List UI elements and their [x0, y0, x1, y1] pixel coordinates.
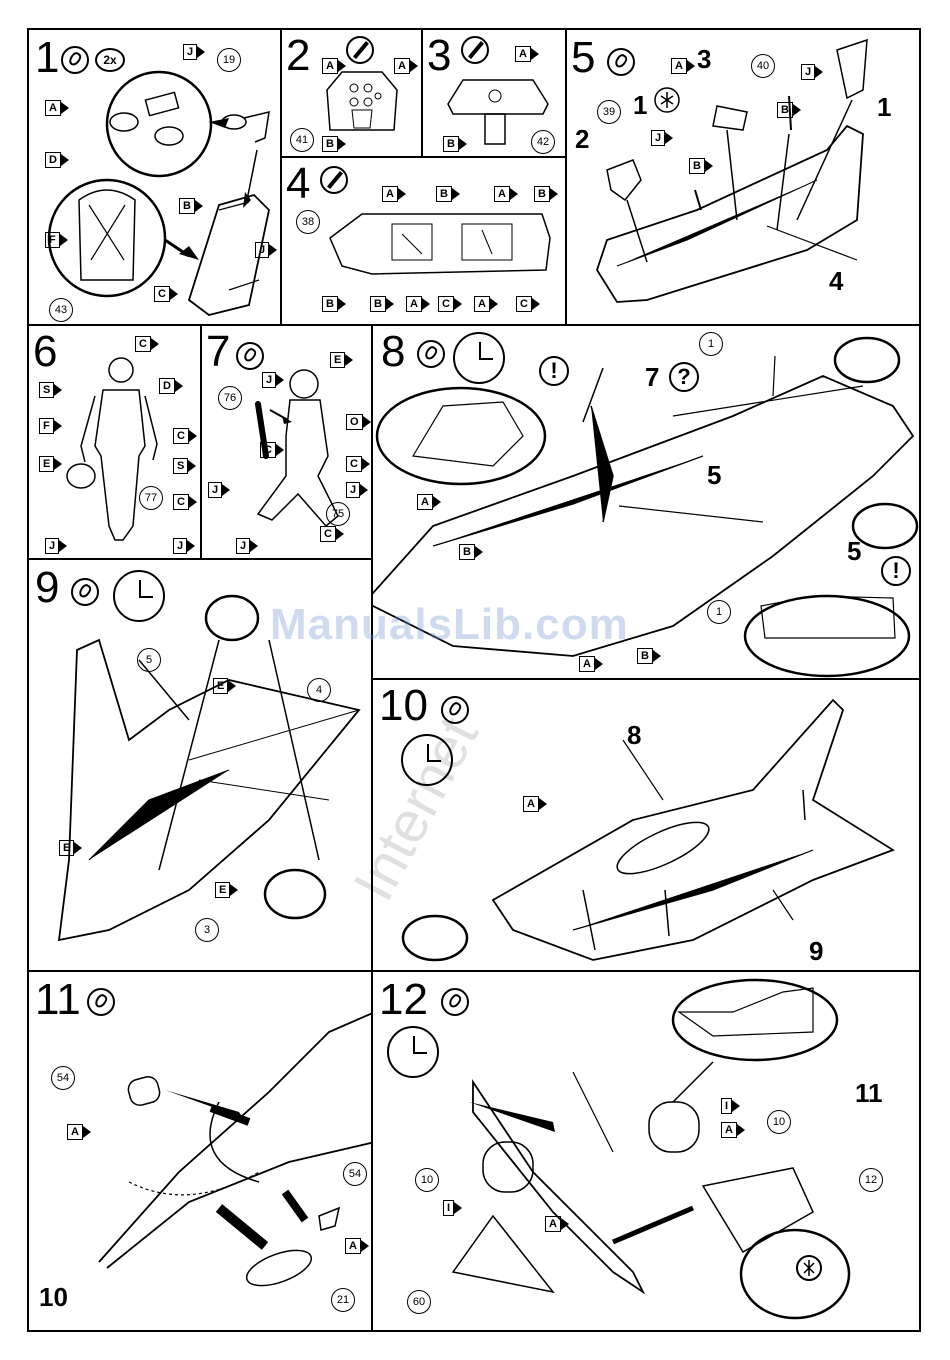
intake-detail-drawing — [29, 972, 373, 1332]
seat-drawing — [29, 30, 282, 326]
step-1-panel: 1 2x J A D B F C J 19 43 — [27, 28, 282, 326]
step-7-panel: 7 E J O C C J J C J 76 75 — [200, 324, 373, 560]
step-6-panel: 6 C S D F C E S C J J 77 — [27, 324, 202, 560]
step-5-panel: 5 A J B J B 40 39 3 1 2 1 4 — [565, 28, 921, 326]
seated-pilot-drawing — [202, 326, 373, 560]
engine-nozzle-drawing — [373, 972, 921, 1332]
cockpit-tub-drawing — [282, 158, 567, 326]
watermark-text: ManualsLib.com — [270, 600, 629, 650]
step-12-panel: 12 I A I A 10 10 12 60 11 — [371, 970, 921, 1332]
step-4-panel: 4 A B A B B B A C A C 38 — [280, 156, 567, 326]
step-3-panel: 3 A B 42 — [421, 28, 567, 158]
step-2-panel: 2 A A B 41 — [280, 28, 423, 158]
step-11-panel: 11 A A 54 54 21 10 — [27, 970, 373, 1332]
rear-panel-drawing — [423, 30, 567, 158]
cockpit-assembly-drawing — [567, 30, 921, 326]
pilot-figure-drawing — [29, 326, 202, 560]
instrument-panel-drawing — [282, 30, 423, 158]
